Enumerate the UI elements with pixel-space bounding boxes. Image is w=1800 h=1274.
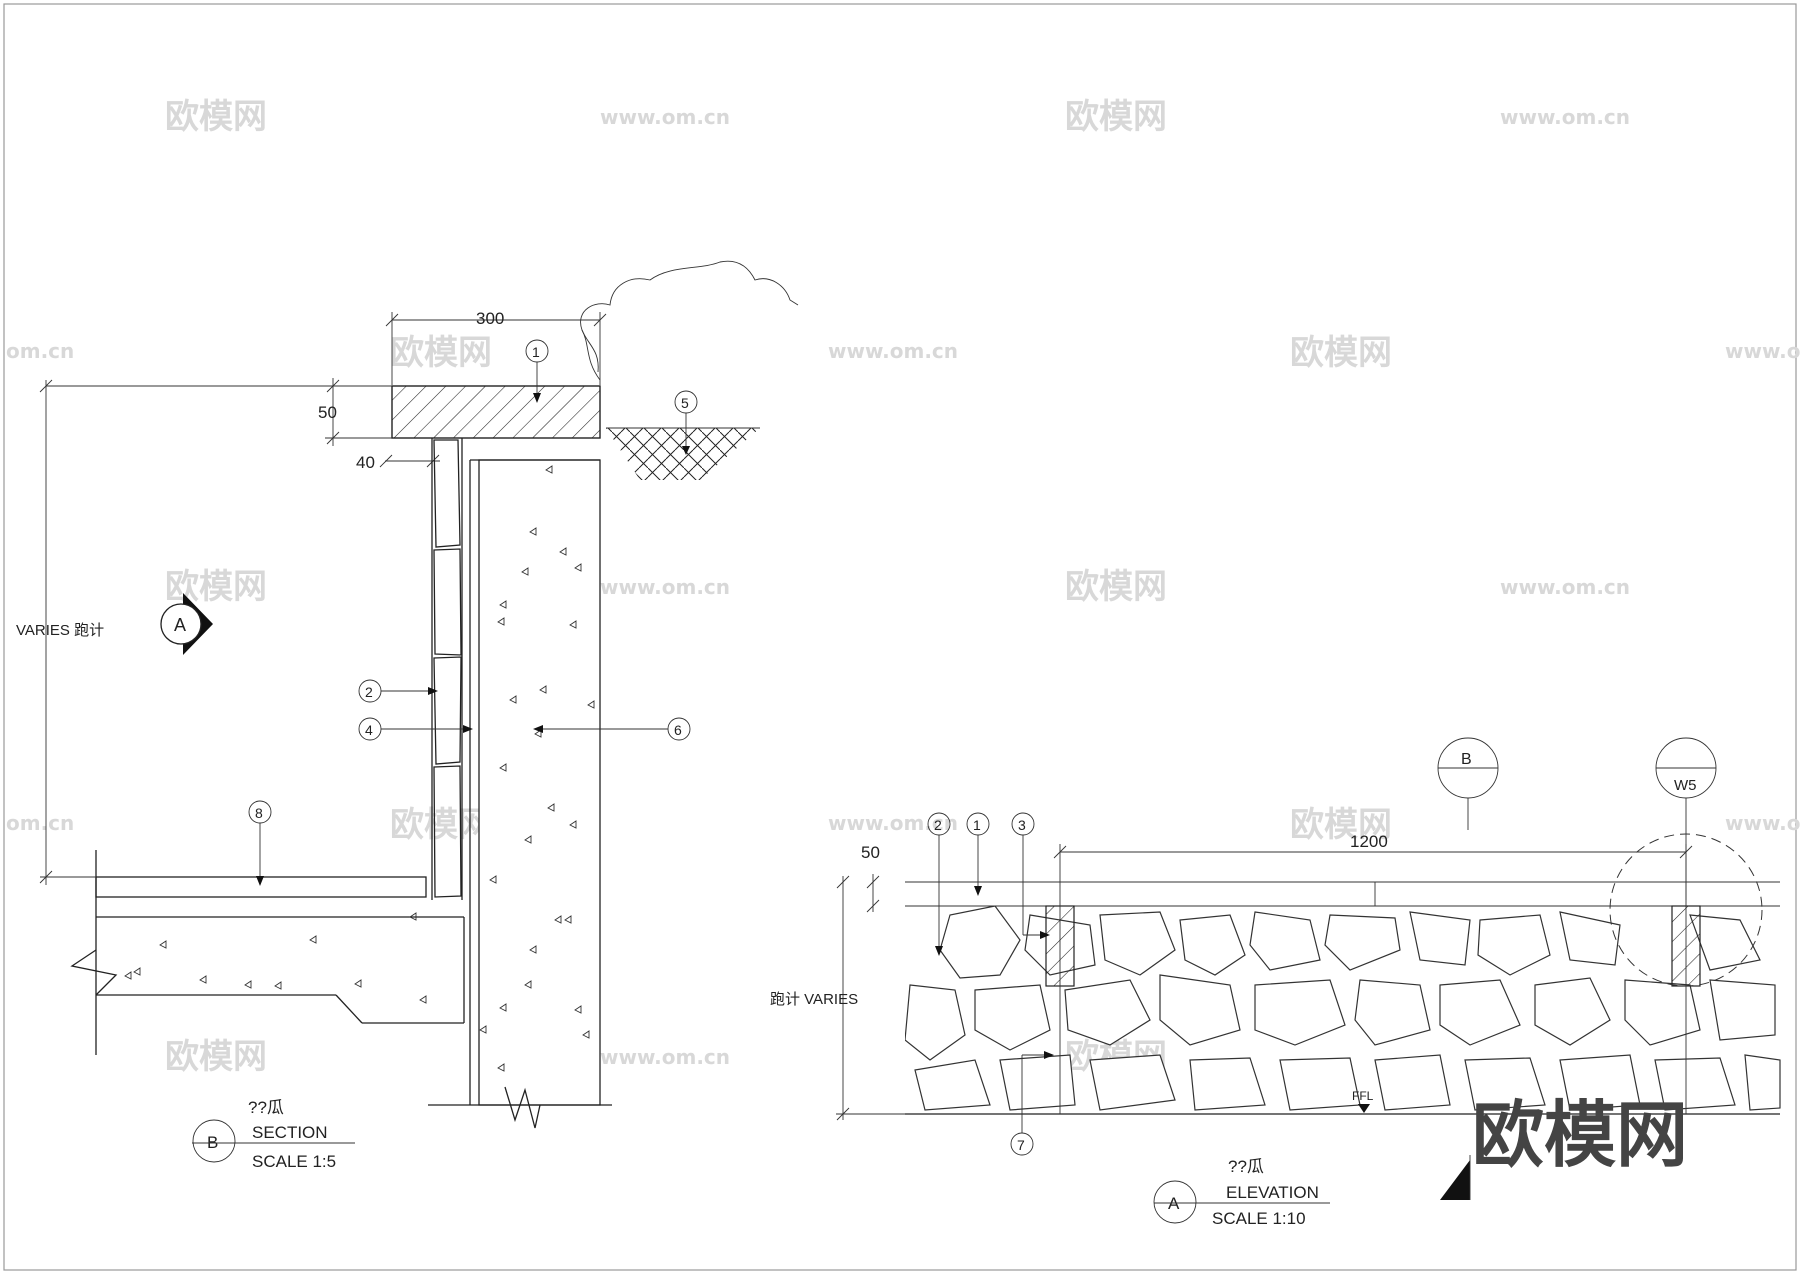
callout-1: 1 xyxy=(525,339,549,403)
ffl-marker: FFL xyxy=(1352,1089,1374,1113)
callout-8: 8 xyxy=(248,800,272,886)
section-scale: SCALE 1:5 xyxy=(252,1152,336,1171)
svg-text:1: 1 xyxy=(973,817,981,833)
watermark-cn: 欧模网 xyxy=(165,567,267,607)
sheet-border xyxy=(3,3,1797,1271)
dim-50-elev: 50 xyxy=(861,843,880,862)
watermark-url: www.om.cn xyxy=(1500,575,1630,599)
dim-40: 40 xyxy=(356,453,375,472)
callout-6: 6 xyxy=(533,717,691,741)
watermark-url: www.om.cn xyxy=(828,811,958,835)
section-title-marker: B xyxy=(207,1133,218,1152)
svg-text:2: 2 xyxy=(934,817,942,833)
svg-text:8: 8 xyxy=(255,805,263,821)
svg-text:W5: W5 xyxy=(1674,777,1697,794)
cap-stone xyxy=(391,385,601,439)
elevation-title-marker: A xyxy=(1168,1194,1180,1213)
svg-text:5: 5 xyxy=(681,395,689,411)
callout-5: 5 xyxy=(674,390,698,455)
watermark-url: www.om.cn xyxy=(600,105,730,129)
section-detail: 300 50 40 xyxy=(16,260,799,1171)
callout-7-elev: 7 xyxy=(1010,1051,1054,1156)
watermark-url: www.om.cn xyxy=(600,1045,730,1069)
ref-marker-w5: W5 xyxy=(1655,737,1717,900)
dim-300: 300 xyxy=(476,309,504,328)
watermark-cn: 欧模网 xyxy=(1290,805,1392,845)
watermark-url: www.om.cn xyxy=(1500,105,1630,129)
watermark-url: www.om.cn xyxy=(1725,339,1800,363)
section-marker-a: A xyxy=(160,593,213,655)
callout-3-elev: 3 xyxy=(1011,812,1050,939)
elevation-detail: 1200 50 跑计 VARIES B W5 2 xyxy=(770,737,1781,1228)
flagstone-pattern xyxy=(905,906,1781,1111)
callout-4: 4 xyxy=(358,717,473,741)
callout-1-elev: 1 xyxy=(966,812,990,896)
section-title-block: ??瓜 B SECTION SCALE 1:5 xyxy=(192,1098,355,1171)
dim-50: 50 xyxy=(318,403,337,422)
section-title: SECTION xyxy=(252,1123,328,1142)
elevation-title: ELEVATION xyxy=(1226,1183,1319,1202)
watermark-url: www.om.cn xyxy=(828,339,958,363)
concrete-wall xyxy=(478,459,601,1106)
watermark-cn: 欧模网 xyxy=(390,805,492,845)
concrete-aggregate xyxy=(479,465,595,1072)
elevation-title-block: ??瓜 A ELEVATION SCALE 1:10 xyxy=(1153,1157,1330,1228)
callout-2-elev: 2 xyxy=(927,812,951,956)
svg-text:3: 3 xyxy=(1018,817,1026,833)
watermark-cn: 欧模网 xyxy=(390,333,492,373)
svg-text:7: 7 xyxy=(1017,1137,1025,1153)
svg-text:2: 2 xyxy=(365,684,373,700)
svg-text:4: 4 xyxy=(365,722,373,738)
watermark-cn: 欧模网 xyxy=(165,97,267,137)
svg-text:FFL: FFL xyxy=(1352,1089,1374,1103)
watermark-url: www.om.cn xyxy=(1725,811,1800,835)
elevation-scale: SCALE 1:10 xyxy=(1212,1209,1306,1228)
ref-marker-b: B xyxy=(1437,737,1499,830)
callout-2: 2 xyxy=(358,679,438,703)
watermark-cn: 欧模网 xyxy=(1065,567,1167,607)
watermark-cn: 欧模网 xyxy=(1290,333,1392,373)
watermarks: 欧模网 www.om.cn 欧模网 www.om.cn om.cn 欧模网 ww… xyxy=(6,97,1800,1077)
svg-text:6: 6 xyxy=(674,722,682,738)
svg-text:A: A xyxy=(174,615,186,635)
svg-text:B: B xyxy=(1461,751,1472,768)
section-title-cn: ??瓜 xyxy=(248,1098,284,1117)
watermark-url: www.om.cn xyxy=(600,575,730,599)
dim-varies-elev: 跑计 VARIES xyxy=(770,991,858,1008)
watermark-url-partial: om.cn xyxy=(6,339,74,363)
dim-1200: 1200 xyxy=(1350,832,1388,851)
watermark-cn: 欧模网 xyxy=(165,1037,267,1077)
plant-outline xyxy=(580,260,799,381)
dim-varies: VARIES 跑计 xyxy=(16,622,104,639)
elevation-title-cn: ??瓜 xyxy=(1228,1157,1264,1176)
brand-logo: 欧模网 xyxy=(1472,1093,1688,1177)
watermark-cn: 欧模网 xyxy=(1065,97,1167,137)
watermark-url-partial: om.cn xyxy=(6,811,74,835)
svg-text:1: 1 xyxy=(532,344,540,360)
